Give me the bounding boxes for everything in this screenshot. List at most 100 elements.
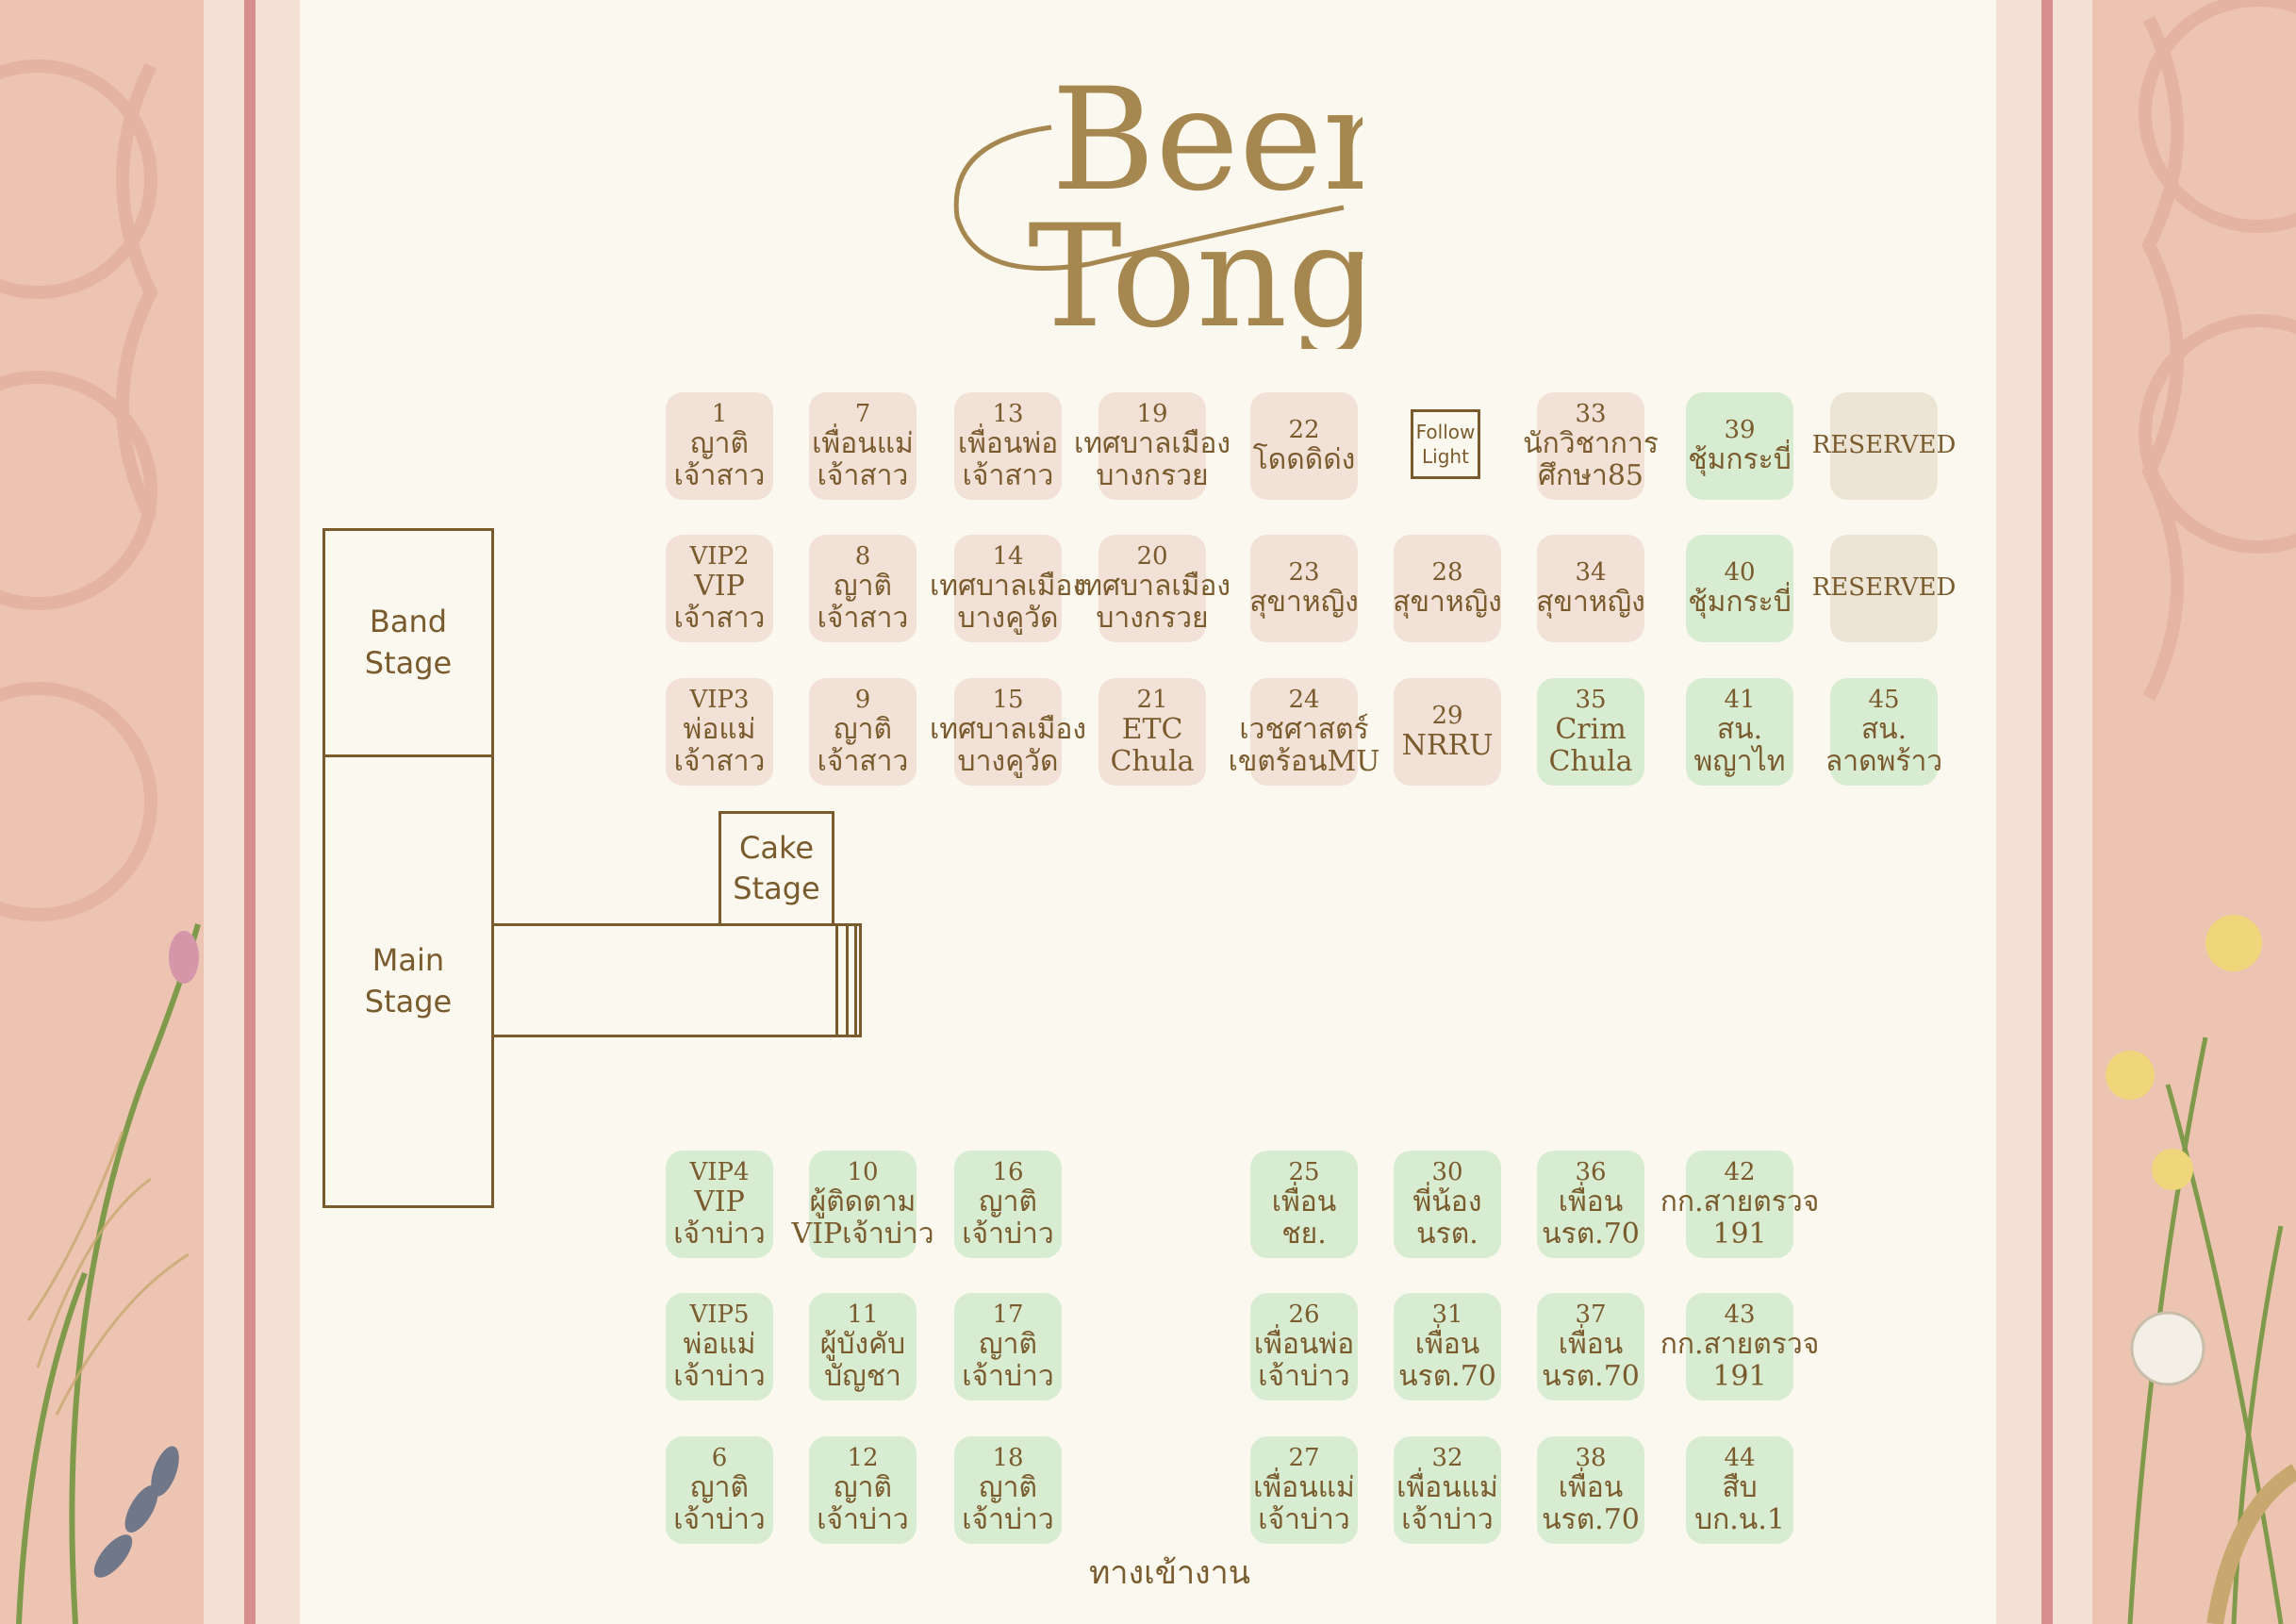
table-number: VIP5 — [689, 1300, 750, 1329]
logo-swash — [953, 124, 1345, 271]
table-number: 42 — [1724, 1157, 1756, 1186]
table-label: ญาติ — [979, 1185, 1037, 1218]
table-number: 1 — [711, 399, 728, 428]
table-sublabel: เจ้าสาว — [817, 458, 909, 492]
table-number: 43 — [1724, 1300, 1756, 1329]
table-number: 39 — [1724, 415, 1756, 444]
logo-line-1: Beer — [1051, 58, 1363, 223]
table-sublabel: เจ้าสาว — [817, 744, 909, 778]
table-sublabel: เจ้าสาว — [673, 601, 766, 635]
table-sublabel: เจ้าบ่าว — [673, 1217, 766, 1251]
table-label: ญาติ — [690, 1470, 749, 1504]
table-number: 6 — [711, 1443, 728, 1472]
catwalk-steps — [835, 923, 862, 1037]
main-stage-line-1: Main — [372, 942, 445, 979]
table-label: โดดดิด่ง — [1252, 442, 1356, 476]
table-label: กก.สายตรวจ — [1660, 1185, 1820, 1218]
table-number: 38 — [1575, 1443, 1607, 1472]
floral-pattern-icon — [0, 0, 204, 1624]
table-label: เพื่อนพ่อ — [957, 426, 1059, 460]
catwalk — [491, 923, 862, 1037]
table-label: ญาติ — [979, 1327, 1037, 1361]
table-number: 17 — [992, 1300, 1024, 1329]
table-label: RESERVED — [1811, 431, 1957, 460]
table-number: 11 — [847, 1300, 879, 1329]
table-label: เพื่อน — [1271, 1185, 1337, 1218]
table-label: เทศบาลเมือง — [929, 712, 1087, 746]
table-label: เพื่อน — [1558, 1470, 1624, 1504]
table-sublabel: เจ้าสาว — [673, 458, 766, 492]
logo-line-2: Tong — [1028, 195, 1363, 349]
table-sublabel: นรต.70 — [1542, 1217, 1640, 1251]
table-number: 41 — [1724, 685, 1756, 714]
follow-light-marker: Follow Light — [1411, 409, 1480, 479]
table-number: 32 — [1431, 1443, 1463, 1472]
table-sublabel: เจ้าบ่าว — [962, 1502, 1054, 1536]
table-label: RESERVED — [1811, 573, 1957, 603]
table-sublabel: เจ้าบ่าว — [1258, 1502, 1350, 1536]
band-stage-line-1: Band — [369, 604, 448, 640]
table-sublabel: นรต. — [1416, 1217, 1478, 1251]
table-number: 45 — [1868, 685, 1900, 714]
table-sublabel: ชย. — [1281, 1217, 1327, 1251]
table-number: 18 — [992, 1443, 1024, 1472]
table-sublabel: เจ้าบ่าว — [1258, 1359, 1350, 1393]
table-number: 9 — [854, 685, 871, 714]
table-sublabel: เขตร้อนMU — [1228, 744, 1380, 778]
table-label: ญาติ — [834, 712, 892, 746]
table-number: 31 — [1431, 1300, 1463, 1329]
table-label: นักวิชาการ — [1523, 426, 1659, 460]
table-label: NRRU — [1401, 728, 1494, 762]
table-label: สน. — [1860, 712, 1908, 746]
table-number: 29 — [1431, 701, 1463, 730]
table-sublabel: เจ้าบ่าว — [962, 1359, 1054, 1393]
table-number: 20 — [1136, 541, 1168, 571]
table-label: สุขาหญิง — [1536, 585, 1645, 619]
table-number: VIP3 — [689, 685, 750, 714]
floral-pattern-icon — [2092, 0, 2296, 1624]
left-border-line — [244, 0, 256, 1624]
cake-stage-line-1: Cake — [738, 829, 815, 866]
table-reserved-7: RESERVED — [1812, 392, 1956, 500]
table-sublabel: Chula — [1110, 744, 1195, 778]
table-number: 23 — [1288, 557, 1320, 587]
left-decorative-panel — [0, 0, 204, 1624]
table-sublabel: บางคูวัด — [957, 744, 1059, 778]
table-number: 22 — [1288, 415, 1320, 444]
follow-light-line-1: Follow — [1415, 421, 1476, 443]
table-sublabel: นรต.70 — [1398, 1359, 1496, 1393]
table-number: 8 — [854, 541, 871, 571]
table-label: สน. — [1716, 712, 1763, 746]
table-sublabel: เจ้าบ่าว — [673, 1502, 766, 1536]
table-sublabel: บางคูวัด — [957, 601, 1059, 635]
cake-stage: Cake Stage — [719, 811, 834, 926]
table-label: ญาติ — [979, 1470, 1037, 1504]
table-number: 26 — [1288, 1300, 1320, 1329]
right-decorative-panel — [2092, 0, 2296, 1624]
table-label: ชุ้มกระบี่ — [1688, 442, 1792, 476]
cake-stage-line-2: Stage — [733, 870, 820, 906]
table-number: 7 — [854, 399, 871, 428]
table-label: พี่น้อง — [1412, 1185, 1482, 1218]
table-number: VIP2 — [689, 541, 750, 571]
table-label: เพื่อน — [1558, 1327, 1624, 1361]
table-label: พ่อแม่ — [683, 712, 756, 746]
table-number: 15 — [992, 685, 1024, 714]
table-label: เทศบาลเมือง — [929, 569, 1087, 603]
